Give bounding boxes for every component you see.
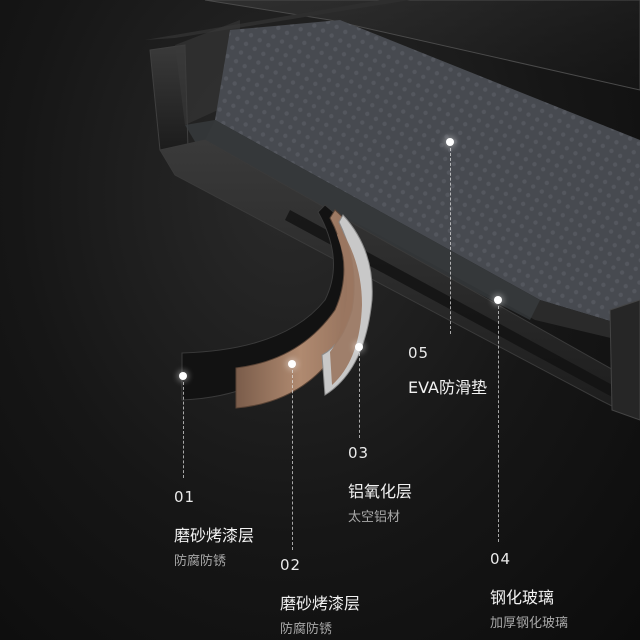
layer-01-callout: 01 磨砂烤漆层 防腐防锈	[174, 488, 254, 569]
layer-02-title: 磨砂烤漆层	[280, 594, 361, 613]
layer-02-leader-line	[292, 370, 293, 550]
layer-03-title: 铝氧化层	[348, 482, 413, 501]
right-end-post	[609, 299, 640, 421]
layer-04-callout: 04 钢化玻璃 加厚钢化玻璃	[490, 550, 568, 631]
layer-05-marker-dot	[446, 138, 454, 146]
layer-05-title: EVA防滑垫	[408, 378, 487, 397]
layer-03-marker-dot	[355, 343, 363, 351]
eva-mat	[215, 20, 640, 330]
layer-01-leader-line	[183, 382, 184, 478]
layer-03-inner-copper	[330, 228, 362, 385]
layer-01-number: 01	[174, 488, 196, 506]
layer-02-subtitle: 防腐防锈	[280, 622, 333, 637]
layer-02-marker-dot	[288, 360, 296, 368]
layer-01-subtitle: 防腐防锈	[174, 554, 227, 569]
back-glass-panel	[204, 0, 640, 91]
top-rail	[145, 0, 410, 40]
layer-02-callout: 02 磨砂烤漆层 防腐防锈	[280, 556, 360, 637]
layer-01-title: 磨砂烤漆层	[174, 526, 255, 545]
layer-04-subtitle: 加厚钢化玻璃	[490, 616, 569, 631]
layer-02-number: 02	[280, 556, 302, 574]
layer-05-leader-line	[450, 148, 451, 334]
layer-03-leader-line	[359, 353, 360, 438]
layer-04-marker-dot	[494, 296, 502, 304]
layer-05-callout: 05 EVA防滑垫	[408, 344, 487, 398]
layer-03-callout: 03 铝氧化层 太空铝材	[348, 444, 412, 525]
layer-05-number: 05	[408, 344, 430, 362]
layer-04-leader-line	[498, 306, 499, 542]
front-glass-panel	[185, 120, 540, 320]
layer-04-title: 钢化玻璃	[490, 588, 555, 607]
layer-03-subtitle: 太空铝材	[348, 510, 401, 525]
layer-03-number: 03	[348, 444, 370, 462]
layer-04-number: 04	[490, 550, 512, 568]
layer-01-marker-dot	[179, 372, 187, 380]
